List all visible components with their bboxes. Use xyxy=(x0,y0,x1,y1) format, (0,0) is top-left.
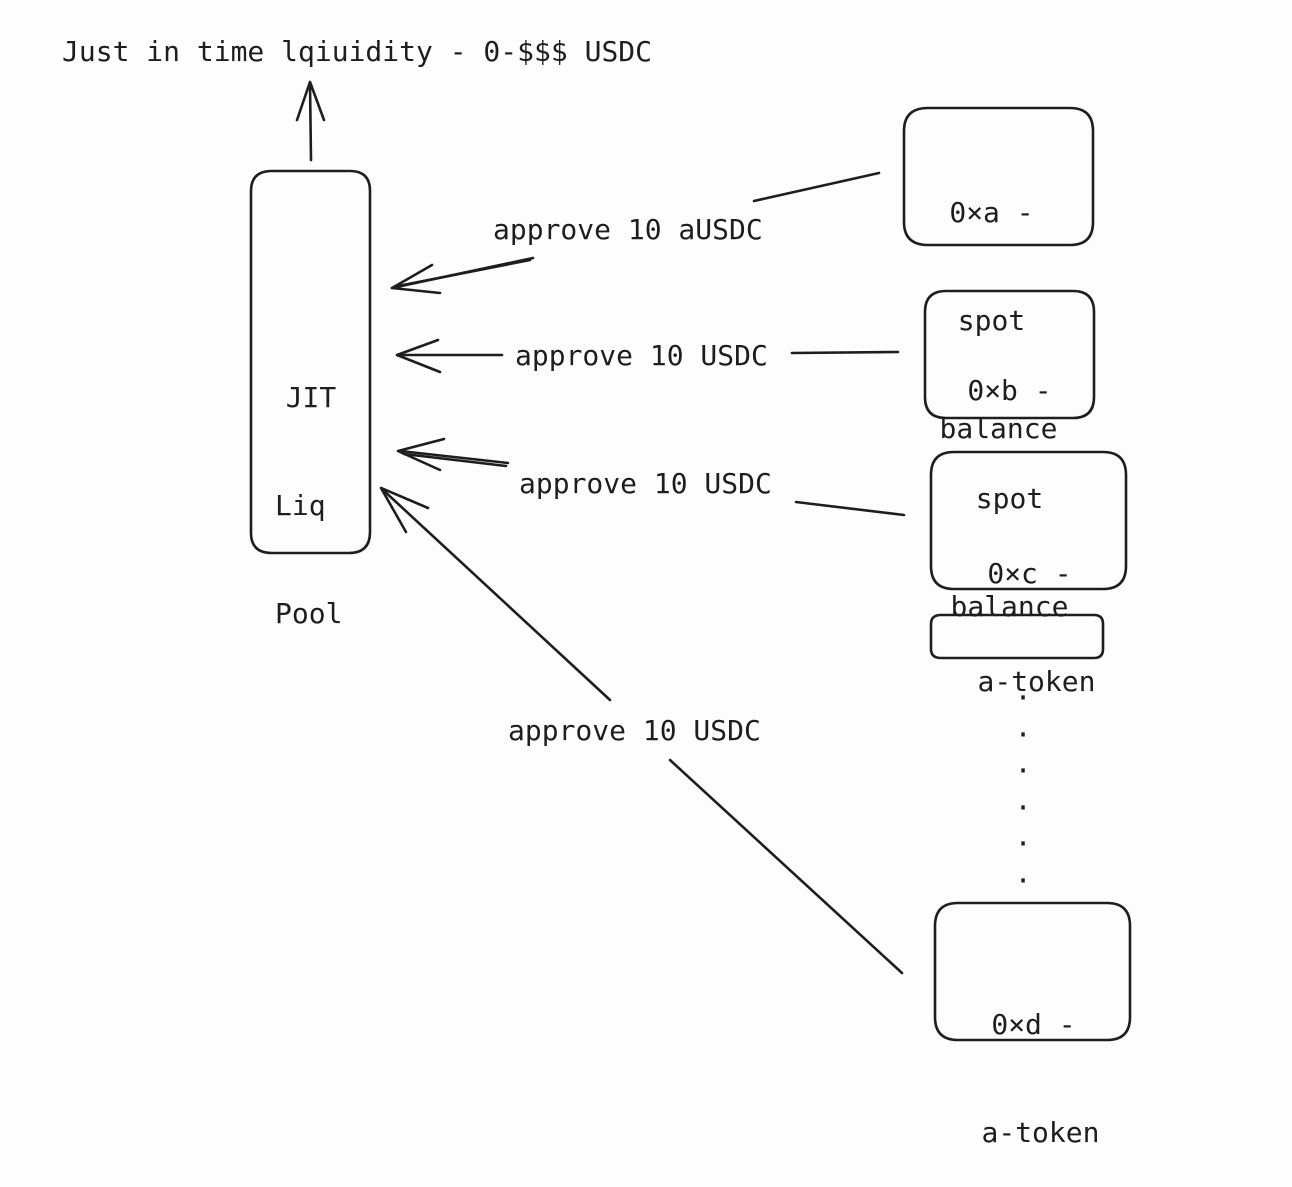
node-b-line: balance xyxy=(950,590,1069,623)
edge-arrow-c xyxy=(396,437,906,517)
node-box-b xyxy=(923,289,1096,420)
pool-label: JIT Liq Pool xyxy=(262,308,360,668)
output-arrow xyxy=(295,80,326,162)
node-b-line: spot xyxy=(975,482,1044,515)
pool-label-line: JIT xyxy=(285,381,337,414)
node-box-placeholder xyxy=(929,613,1105,660)
diagram-title: Just in time lqiuidity - 0-$$$ USDC xyxy=(62,35,653,68)
node-a-line: 0×a - xyxy=(949,196,1034,229)
ellipsis-dot: · xyxy=(1014,790,1032,824)
node-d-label: 0×d - a-token xyxy=(935,935,1130,1187)
node-a-label: 0×a - spot balance xyxy=(904,123,1093,483)
ellipsis-dot: · xyxy=(1014,681,1032,714)
node-box-c xyxy=(929,450,1128,591)
pool-label-line: Liq xyxy=(275,489,326,522)
node-a-line: spot xyxy=(957,304,1026,337)
pool-label-line: Pool xyxy=(275,597,343,630)
node-d-line: a-token xyxy=(981,1116,1100,1149)
node-a-line: balance xyxy=(939,412,1058,445)
node-box-d xyxy=(933,901,1132,1042)
ellipsis-dot: · xyxy=(1014,863,1032,897)
node-c-label: 0×c - a-token xyxy=(931,484,1126,736)
edge-label-a: approve 10 aUSDC xyxy=(489,212,767,248)
node-d-line: 0×d - xyxy=(991,1008,1076,1041)
edge-arrow-a xyxy=(390,171,881,295)
ellipsis-dot: · xyxy=(1014,717,1032,751)
node-b-line: 0×b - xyxy=(967,374,1052,407)
ellipsis-dot: · xyxy=(1014,754,1032,788)
diagram-canvas xyxy=(249,80,1132,1042)
node-c-line: 0×c - xyxy=(987,557,1072,590)
pool-box xyxy=(249,169,372,555)
edge-label-c: approve 10 USDC xyxy=(515,466,776,502)
node-c-line: a-token xyxy=(977,665,1096,698)
edge-label-b: approve 10 USDC xyxy=(511,338,772,374)
node-b-label: 0×b - spot balance xyxy=(925,301,1094,661)
node-box-a xyxy=(902,106,1095,247)
edge-arrow-d xyxy=(379,486,904,975)
ellipsis-dots: · · · · · · xyxy=(1008,680,1038,900)
edge-arrow-b xyxy=(395,338,900,374)
ellipsis-dot: · xyxy=(1014,827,1032,861)
edge-label-d: approve 10 USDC xyxy=(504,713,765,749)
